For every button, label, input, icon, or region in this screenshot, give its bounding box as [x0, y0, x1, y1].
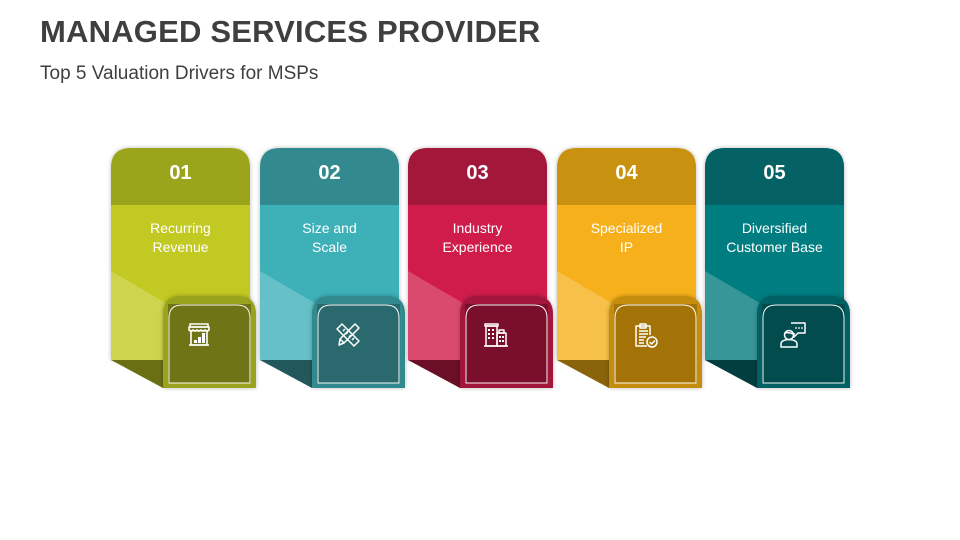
- driver-card-05: 05 Diversified Customer Base: [705, 148, 851, 390]
- card-shape: [408, 148, 553, 388]
- card-number: 05: [763, 162, 786, 184]
- card-number: 01: [169, 162, 192, 184]
- driver-card-02: 02 Size and Scale: [260, 148, 406, 390]
- card-number: 03: [466, 162, 489, 184]
- card-label: Recurring Revenue: [150, 220, 211, 255]
- card-number: 02: [318, 162, 341, 184]
- store-chart-icon: [185, 321, 213, 349]
- person-chat-icon: [779, 321, 807, 349]
- driver-card-04: 04 Specialized IP: [557, 148, 703, 390]
- ruler-pencil-icon: [334, 321, 362, 349]
- driver-card-01: 01 Recurring Revenue: [111, 148, 257, 390]
- card-shape: [111, 148, 256, 388]
- card-shape: [705, 148, 850, 388]
- buildings-icon: [482, 321, 510, 349]
- page-title: MANAGED SERVICES PROVIDER: [40, 14, 541, 49]
- card-number: 04: [615, 162, 638, 184]
- card-shape: [260, 148, 405, 388]
- card-label: Size and Scale: [302, 220, 357, 255]
- page-subtitle: Top 5 Valuation Drivers for MSPs: [40, 63, 319, 84]
- clipboard-check-icon: [631, 321, 659, 349]
- card-label: Industry Experience: [442, 220, 513, 255]
- card-shape: [557, 148, 702, 388]
- card-label: Specialized IP: [590, 220, 663, 255]
- driver-card-03: 03 Industry Experience: [408, 148, 554, 390]
- card-label: Diversified Customer Base: [726, 220, 823, 255]
